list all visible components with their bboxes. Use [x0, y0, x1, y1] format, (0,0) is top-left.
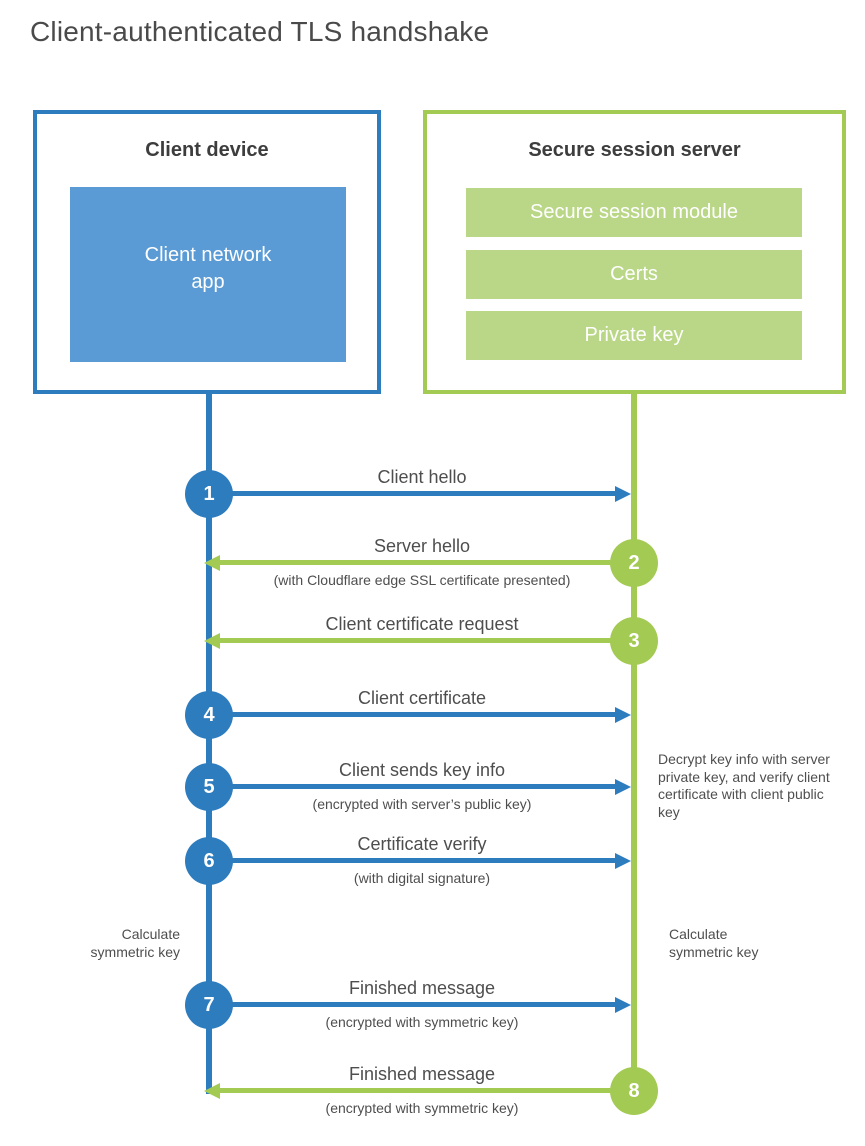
server-module-bar: Secure session module: [466, 188, 802, 237]
step-1-arrow: [209, 485, 631, 502]
client-lifeline: [206, 392, 212, 1094]
secure-session-server-title: Secure session server: [528, 139, 741, 161]
step-6-circle: 6: [185, 837, 233, 885]
step-3-circle: 3: [610, 617, 658, 665]
step-5-sublabel: (encrypted with server’s public key): [312, 796, 532, 812]
calculate-symmetric-key-note-client: Calculate symmetric key: [90, 926, 180, 960]
client-network-app-box: Client network app: [70, 187, 346, 362]
server-certs-bar: Certs: [466, 250, 802, 299]
step-2-sublabel: (with Cloudflare edge SSL certificate pr…: [273, 572, 571, 588]
step-8-label: Finished message: [348, 1064, 496, 1084]
server-private-key-bar: Private key: [466, 311, 802, 360]
step-7-arrow: [209, 996, 631, 1013]
step-1-circle: 1: [185, 470, 233, 518]
step-8-arrow: [204, 1082, 634, 1099]
step-3-label: Client certificate request: [325, 614, 519, 634]
step-7-label: Finished message: [348, 978, 496, 998]
step-5-circle: 5: [185, 763, 233, 811]
step-8-sublabel: (encrypted with symmetric key): [325, 1100, 519, 1116]
step-5-arrow: [209, 778, 631, 795]
step-1-label: Client hello: [377, 467, 467, 487]
decrypt-note: Decrypt key info with server private key…: [658, 751, 830, 820]
client-device-title: Client device: [145, 139, 269, 161]
step-4-label: Client certificate: [357, 688, 487, 708]
step-7-circle: 7: [185, 981, 233, 1029]
step-2-arrow: [204, 554, 634, 571]
calculate-symmetric-key-note-server: Calculate symmetric key: [669, 926, 759, 960]
step-3-arrow: [204, 632, 634, 649]
step-7-sublabel: (encrypted with symmetric key): [325, 1014, 519, 1030]
step-2-label: Server hello: [373, 536, 471, 556]
step-2-circle: 2: [610, 539, 658, 587]
step-8-circle: 8: [610, 1067, 658, 1115]
client-network-app-label: Client network app: [144, 243, 272, 293]
step-6-sublabel: (with digital signature): [353, 870, 491, 886]
page-title: Client-authenticated TLS handshake: [30, 16, 490, 47]
step-6-arrow: [209, 852, 631, 869]
step-4-arrow: [209, 706, 631, 723]
step-4-circle: 4: [185, 691, 233, 739]
step-5-label: Client sends key info: [338, 760, 506, 780]
server-lifeline: [631, 392, 637, 1092]
step-6-label: Certificate verify: [357, 834, 487, 854]
